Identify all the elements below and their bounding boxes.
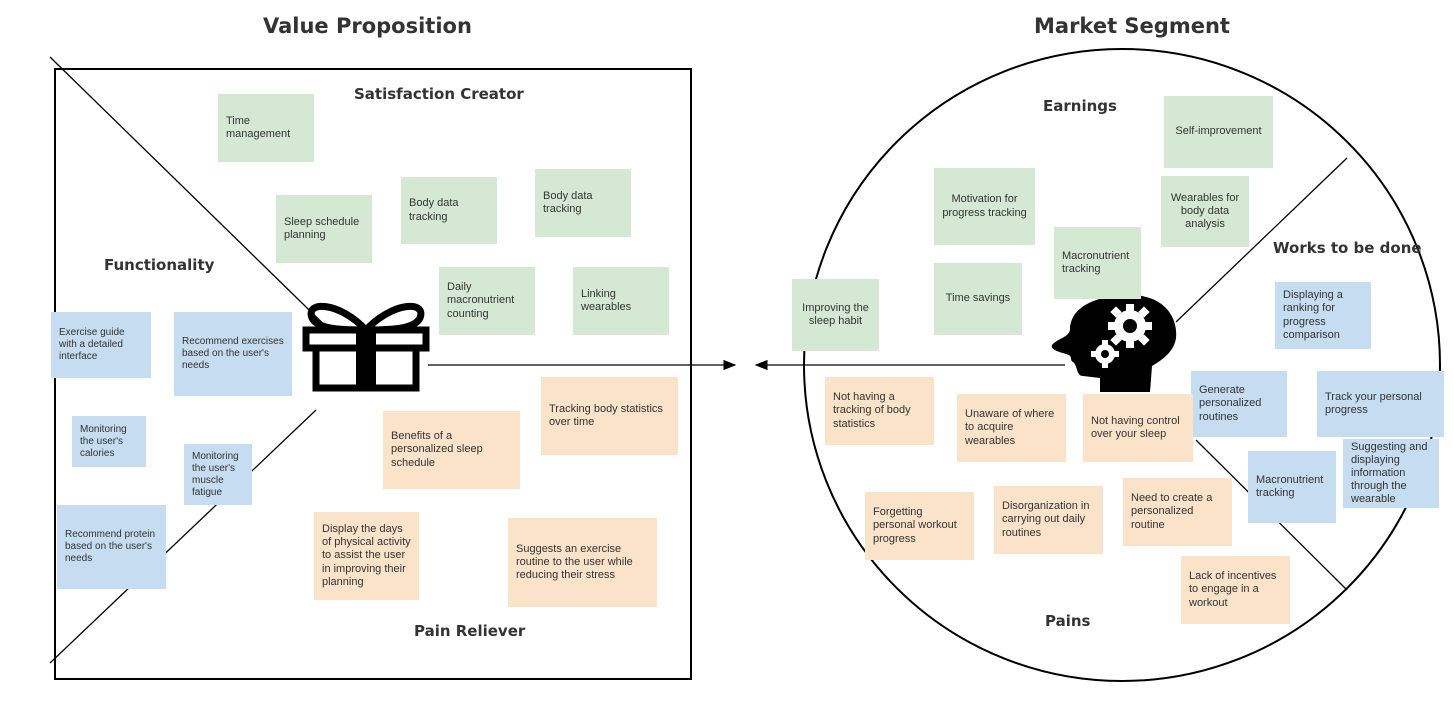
head-gears-icon	[1051, 295, 1177, 392]
segment-upper-line	[1175, 157, 1348, 323]
sticky-note: Suggesting and displaying information th…	[1343, 439, 1439, 508]
sticky-note: Improving the sleep habit	[792, 279, 879, 351]
sticky-note: Self-improvement	[1164, 96, 1273, 168]
sticky-note: Recommend exercises based on the user's …	[174, 312, 292, 396]
sticky-note: Body data tracking	[535, 169, 631, 237]
sticky-note: Wearables for body data analysis	[1161, 176, 1249, 247]
sticky-note: Display the days of physical activity to…	[314, 512, 419, 600]
sticky-note: Lack of incentives to engage in a workou…	[1181, 556, 1290, 624]
sticky-note: Unaware of where to acquire wearables	[957, 394, 1066, 462]
market-segment-title: Market Segment	[1034, 14, 1230, 38]
sticky-note: Track your personal progress	[1317, 371, 1444, 437]
sticky-note: Sleep schedule planning	[276, 195, 372, 263]
sticky-note: Linking wearables	[573, 267, 669, 335]
pain-reliever-label: Pain Reliever	[414, 622, 526, 640]
sticky-note: Not having a tracking of body statistics	[825, 377, 934, 445]
sticky-note: Exercise guide with a detailed interface	[51, 312, 151, 378]
functionality-label: Functionality	[104, 256, 215, 274]
sticky-note: Recommend protein based on the user's ne…	[57, 505, 166, 589]
sticky-note: Motivation for progress tracking	[934, 168, 1035, 245]
satisfaction-creator-label: Satisfaction Creator	[354, 85, 524, 103]
sticky-note: Displaying a ranking for progress compar…	[1275, 282, 1371, 349]
sticky-note: Tracking body statistics over time	[541, 377, 678, 455]
diagonal-lower-line	[49, 409, 317, 664]
sticky-note: Macronutrient tracking	[1248, 451, 1336, 523]
sticky-note: Forgetting personal workout progress	[865, 492, 974, 560]
value-proposition-title: Value Proposition	[263, 14, 472, 38]
sticky-note: Suggests an exercise routine to the user…	[508, 518, 657, 607]
sticky-note: Time savings	[934, 263, 1022, 335]
pains-label: Pains	[1045, 612, 1091, 630]
sticky-note: Generate personalized routines	[1191, 371, 1287, 437]
sticky-note: Monitoring the user's muscle fatigue	[184, 444, 252, 505]
sticky-note: Body data tracking	[401, 177, 497, 244]
sticky-note: Monitoring the user's calories	[72, 416, 146, 467]
sticky-note: Not having control over your sleep	[1083, 394, 1193, 462]
diagonal-upper-line	[49, 56, 346, 346]
sticky-note: Time management	[218, 94, 314, 162]
sticky-note: Disorganization in carrying out daily ro…	[994, 486, 1103, 554]
sticky-note: Need to create a personalized routine	[1123, 478, 1232, 546]
gift-icon	[302, 302, 430, 392]
works-to-be-done-label: Works to be done	[1273, 239, 1422, 257]
earnings-label: Earnings	[1043, 97, 1117, 115]
sticky-note: Macronutrient tracking	[1054, 227, 1141, 299]
sticky-note: Benefits of a personalized sleep schedul…	[383, 411, 520, 489]
sticky-note: Daily macronutrient counting	[439, 267, 535, 335]
